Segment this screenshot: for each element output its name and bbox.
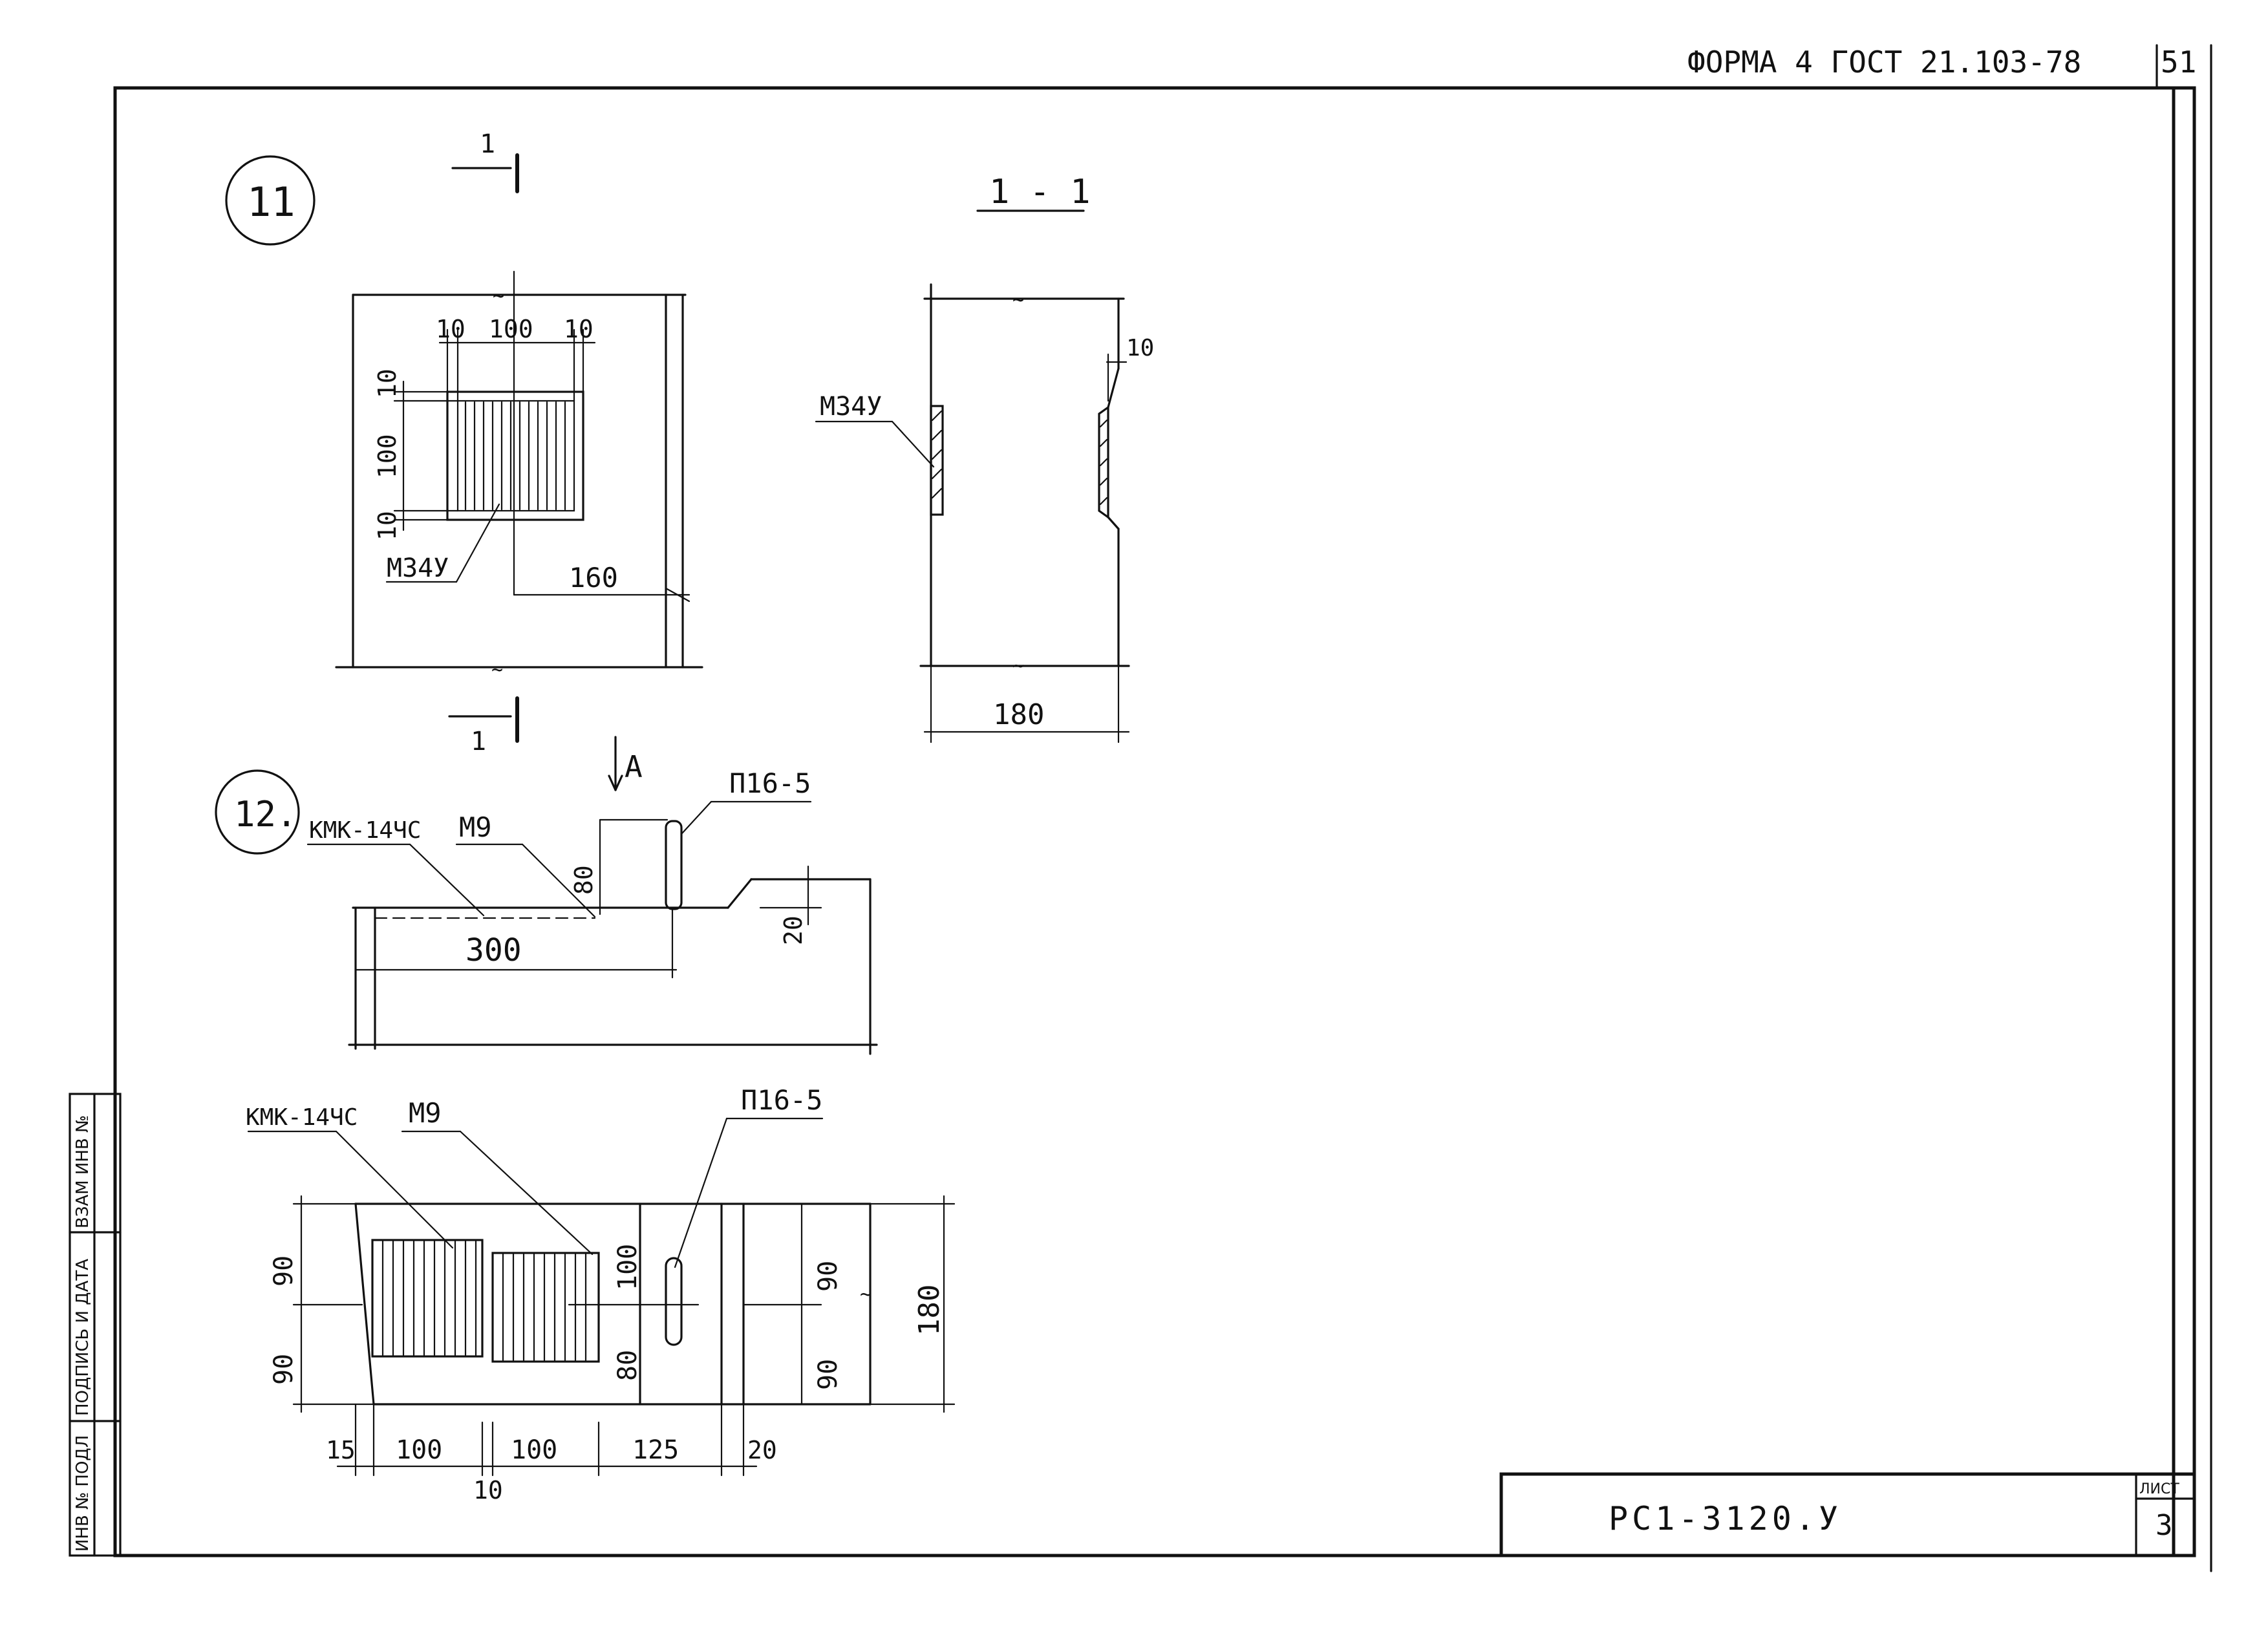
detail-12-marker: 12.	[215, 769, 300, 855]
svg-text:П16-5: П16-5	[741, 1084, 822, 1116]
svg-text:100: 100	[489, 315, 533, 343]
section-1-1: 1 - 1 10	[815, 173, 1154, 743]
svg-text:М34У: М34У	[387, 553, 449, 583]
svg-text:КМК-14ЧС: КМК-14ЧС	[246, 1104, 358, 1131]
svg-text:10: 10	[473, 1476, 503, 1504]
page-number: 51	[2161, 45, 2196, 80]
svg-text:90: 90	[813, 1359, 843, 1390]
svg-text:М34У: М34У	[820, 392, 882, 422]
svg-text:10: 10	[1126, 335, 1154, 361]
svg-text:100: 100	[396, 1435, 442, 1465]
svg-text:90: 90	[813, 1261, 843, 1292]
svg-text:КМК-14ЧС: КМК-14ЧС	[309, 817, 421, 844]
svg-text:160: 160	[569, 562, 618, 594]
svg-text:10: 10	[564, 315, 594, 343]
svg-text:90: 90	[269, 1354, 299, 1385]
svg-text:1: 1	[471, 727, 486, 756]
stamp-inv-no-orig: ИНВ № ПОДЛ	[73, 1435, 92, 1552]
stamp-signature-date: ПОДПИСЬ И ДАТА	[73, 1259, 92, 1416]
svg-text:100: 100	[511, 1435, 557, 1465]
outer-frame	[113, 86, 2196, 1557]
sheet-label: ЛИСТ	[2139, 1481, 2179, 1497]
svg-text:~: ~	[493, 285, 504, 308]
title-block: РС1-3120.У ЛИСТ 3	[1499, 1472, 2196, 1557]
svg-text:П16-5: П16-5	[729, 767, 811, 799]
detail-11-plan: 10 100 10 10 100 10 160 М34У ~ ~	[335, 270, 703, 681]
svg-text:100: 100	[613, 1244, 643, 1290]
svg-text:~: ~	[491, 659, 503, 681]
svg-text:10: 10	[373, 511, 401, 540]
svg-text:20: 20	[747, 1436, 777, 1464]
svg-text:20: 20	[779, 915, 808, 945]
svg-text:М9: М9	[409, 1097, 442, 1129]
sheet-number: 3	[2156, 1509, 2173, 1542]
svg-text:300: 300	[465, 932, 522, 968]
svg-text:125: 125	[632, 1435, 679, 1465]
svg-text:1: 1	[480, 129, 495, 159]
svg-text:80: 80	[613, 1350, 643, 1381]
section-mark-bottom: 1	[448, 696, 519, 756]
svg-text:~: ~	[1012, 289, 1024, 312]
view-arrow-a: A	[608, 736, 643, 791]
section-mark-top: 1	[451, 129, 519, 193]
svg-text:~: ~	[860, 1283, 872, 1306]
stamp-replaces-inv: ВЗАМ ИНВ №	[73, 1115, 92, 1228]
form-label: ФОРМА 4 ГОСТ 21.103-78	[1687, 45, 2081, 80]
svg-text:90: 90	[269, 1256, 299, 1287]
side-stamp: ВЗАМ ИНВ № ПОДПИСЬ И ДАТА ИНВ № ПОДЛ	[69, 1093, 122, 1557]
detail-12-elevation: 80 300 20 КМК-14ЧС М9 П16-5	[306, 767, 878, 1055]
svg-text:10: 10	[373, 369, 401, 398]
svg-text:180: 180	[993, 698, 1044, 731]
svg-text:10: 10	[436, 315, 465, 343]
svg-text:100: 100	[373, 434, 401, 478]
svg-text:180: 180	[913, 1285, 946, 1336]
svg-text:11: 11	[247, 178, 295, 226]
svg-text:М9: М9	[459, 811, 492, 843]
plate-hatching	[464, 401, 566, 511]
svg-text:12.: 12.	[234, 794, 297, 835]
svg-text:80: 80	[570, 865, 598, 895]
detail-11-marker: 11	[225, 155, 316, 246]
svg-text:15: 15	[326, 1436, 356, 1464]
svg-text:~: ~	[1012, 655, 1024, 678]
section-title: 1 - 1	[989, 173, 1091, 211]
detail-12-plan: 90 90 100 80 90 90 180 ~ 15 100 100 125 …	[246, 1084, 956, 1504]
svg-text:A: A	[625, 749, 643, 784]
doc-code: РС1-3120.У	[1609, 1500, 1842, 1537]
